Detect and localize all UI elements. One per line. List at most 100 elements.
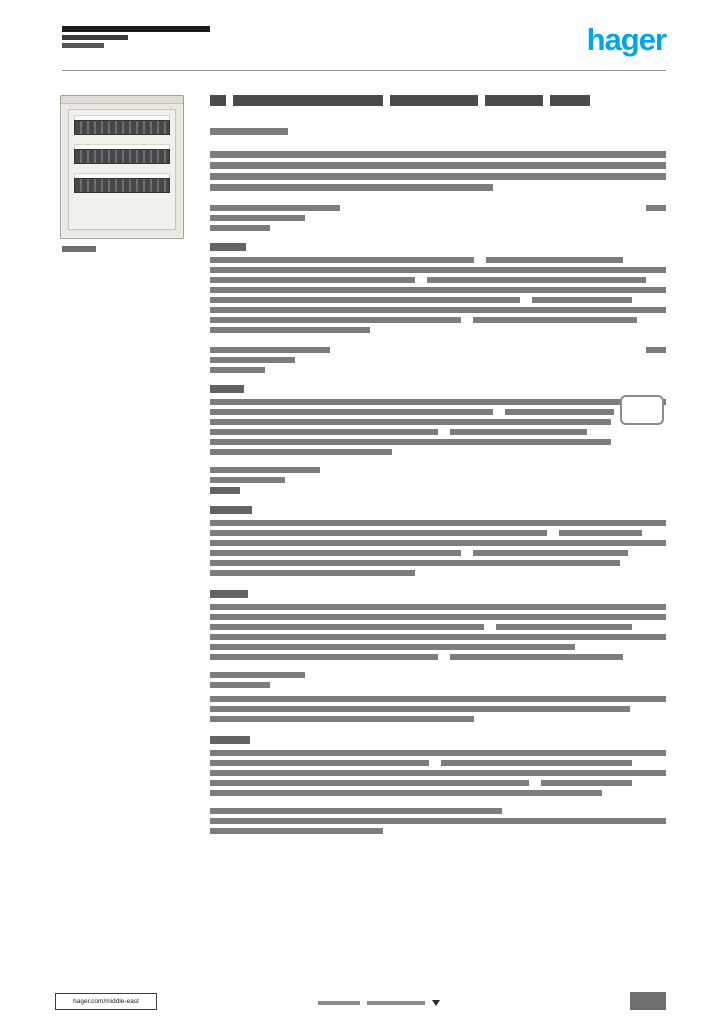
text-line-bar <box>210 540 666 546</box>
text-line-bar <box>472 317 637 323</box>
text-line-bar <box>450 429 587 435</box>
text-line-bar <box>210 780 530 786</box>
text-line-bar <box>367 1001 425 1005</box>
text-line-bar <box>210 317 461 323</box>
spec-row <box>210 750 666 756</box>
text-line-bar <box>210 624 484 630</box>
text-line-bar <box>62 35 128 40</box>
text-line-bar <box>495 624 633 630</box>
spec-row <box>210 550 666 556</box>
text-line-bar <box>210 205 340 211</box>
text-line-bar <box>210 706 630 712</box>
spec-section <box>210 243 666 333</box>
page-ref-bar <box>646 347 666 353</box>
text-line-bar <box>210 487 240 494</box>
text-line-bar <box>210 808 502 814</box>
text-line-bar <box>210 327 370 333</box>
label-strip <box>74 144 170 149</box>
text-line-bar <box>210 419 612 425</box>
approval-badge <box>620 395 664 425</box>
section-header-bar <box>210 243 246 251</box>
text-line-bar <box>486 257 624 263</box>
text-line-bar <box>210 760 429 766</box>
product-image <box>60 95 184 239</box>
document-header-meta <box>62 26 210 51</box>
header-divider <box>62 70 666 71</box>
text-line-bar <box>210 297 521 303</box>
section-header-bar <box>210 736 250 744</box>
text-line-bar <box>210 682 270 688</box>
spec-row <box>210 277 666 283</box>
reference-block <box>210 347 666 373</box>
text-line-bar <box>210 439 612 445</box>
text-line-bar <box>210 128 288 135</box>
text-line-bar <box>210 225 270 231</box>
product-title <box>210 95 666 106</box>
spec-section <box>210 506 666 576</box>
text-line-bar <box>210 399 666 405</box>
text-line-bar <box>210 173 666 180</box>
page-ref-bar <box>646 205 666 211</box>
text-line-bar <box>318 1001 360 1005</box>
section-header-bar <box>210 506 252 514</box>
text-line-bar <box>210 347 330 353</box>
text-line-bar <box>210 790 603 796</box>
spec-row <box>210 449 666 455</box>
spec-row <box>210 530 666 536</box>
text-line-bar <box>210 162 666 169</box>
text-line-bar <box>541 780 633 786</box>
section-label <box>210 128 666 135</box>
text-line-bar <box>210 409 493 415</box>
enclosure-graphic <box>60 95 184 239</box>
text-line-bar <box>210 696 666 702</box>
module-row <box>74 173 170 193</box>
text-line-bar <box>210 215 305 221</box>
text-line-bar <box>427 277 647 283</box>
spec-row <box>210 654 666 660</box>
text-line-bar <box>210 672 305 678</box>
spec-row <box>210 790 666 796</box>
text-line-bar <box>210 257 475 263</box>
page-number-badge <box>630 992 666 1010</box>
section-header-bar <box>210 385 244 393</box>
spec-section <box>210 808 666 834</box>
spec-row <box>210 287 666 293</box>
text-line-bar <box>390 95 478 106</box>
text-line-bar <box>233 95 383 106</box>
breaker-row <box>74 120 170 135</box>
text-line-bar <box>210 570 416 576</box>
spec-section <box>210 696 666 722</box>
text-line-bar <box>62 26 210 32</box>
spec-row <box>210 770 666 776</box>
breaker-row <box>74 149 170 164</box>
text-line-bar <box>504 409 615 415</box>
spec-row <box>210 317 666 323</box>
spec-row <box>210 780 666 786</box>
text-line-bar <box>550 95 590 106</box>
reference-block <box>210 205 666 231</box>
text-line-bar <box>210 520 666 526</box>
text-line-bar <box>62 246 96 252</box>
text-line-bar <box>210 477 285 483</box>
spec-row <box>210 696 666 702</box>
spec-row <box>210 267 666 273</box>
spec-row <box>210 327 666 333</box>
spec-row <box>210 307 666 313</box>
reference-block <box>210 672 666 688</box>
spec-row <box>210 644 666 650</box>
text-line-bar <box>210 467 320 473</box>
text-line-bar <box>532 297 633 303</box>
image-caption <box>62 246 96 256</box>
text-line-bar <box>210 530 548 536</box>
enclosure-top-edge <box>61 96 183 104</box>
enclosure-door <box>68 109 176 230</box>
module-row <box>74 144 170 164</box>
spec-row <box>210 634 666 640</box>
text-line-bar <box>210 151 666 158</box>
label-strip <box>74 173 170 178</box>
text-line-bar <box>210 550 461 556</box>
footer-website-link[interactable]: hager.com/middle-east <box>55 993 157 1010</box>
label-strip <box>74 115 170 120</box>
text-line-bar <box>210 604 666 610</box>
